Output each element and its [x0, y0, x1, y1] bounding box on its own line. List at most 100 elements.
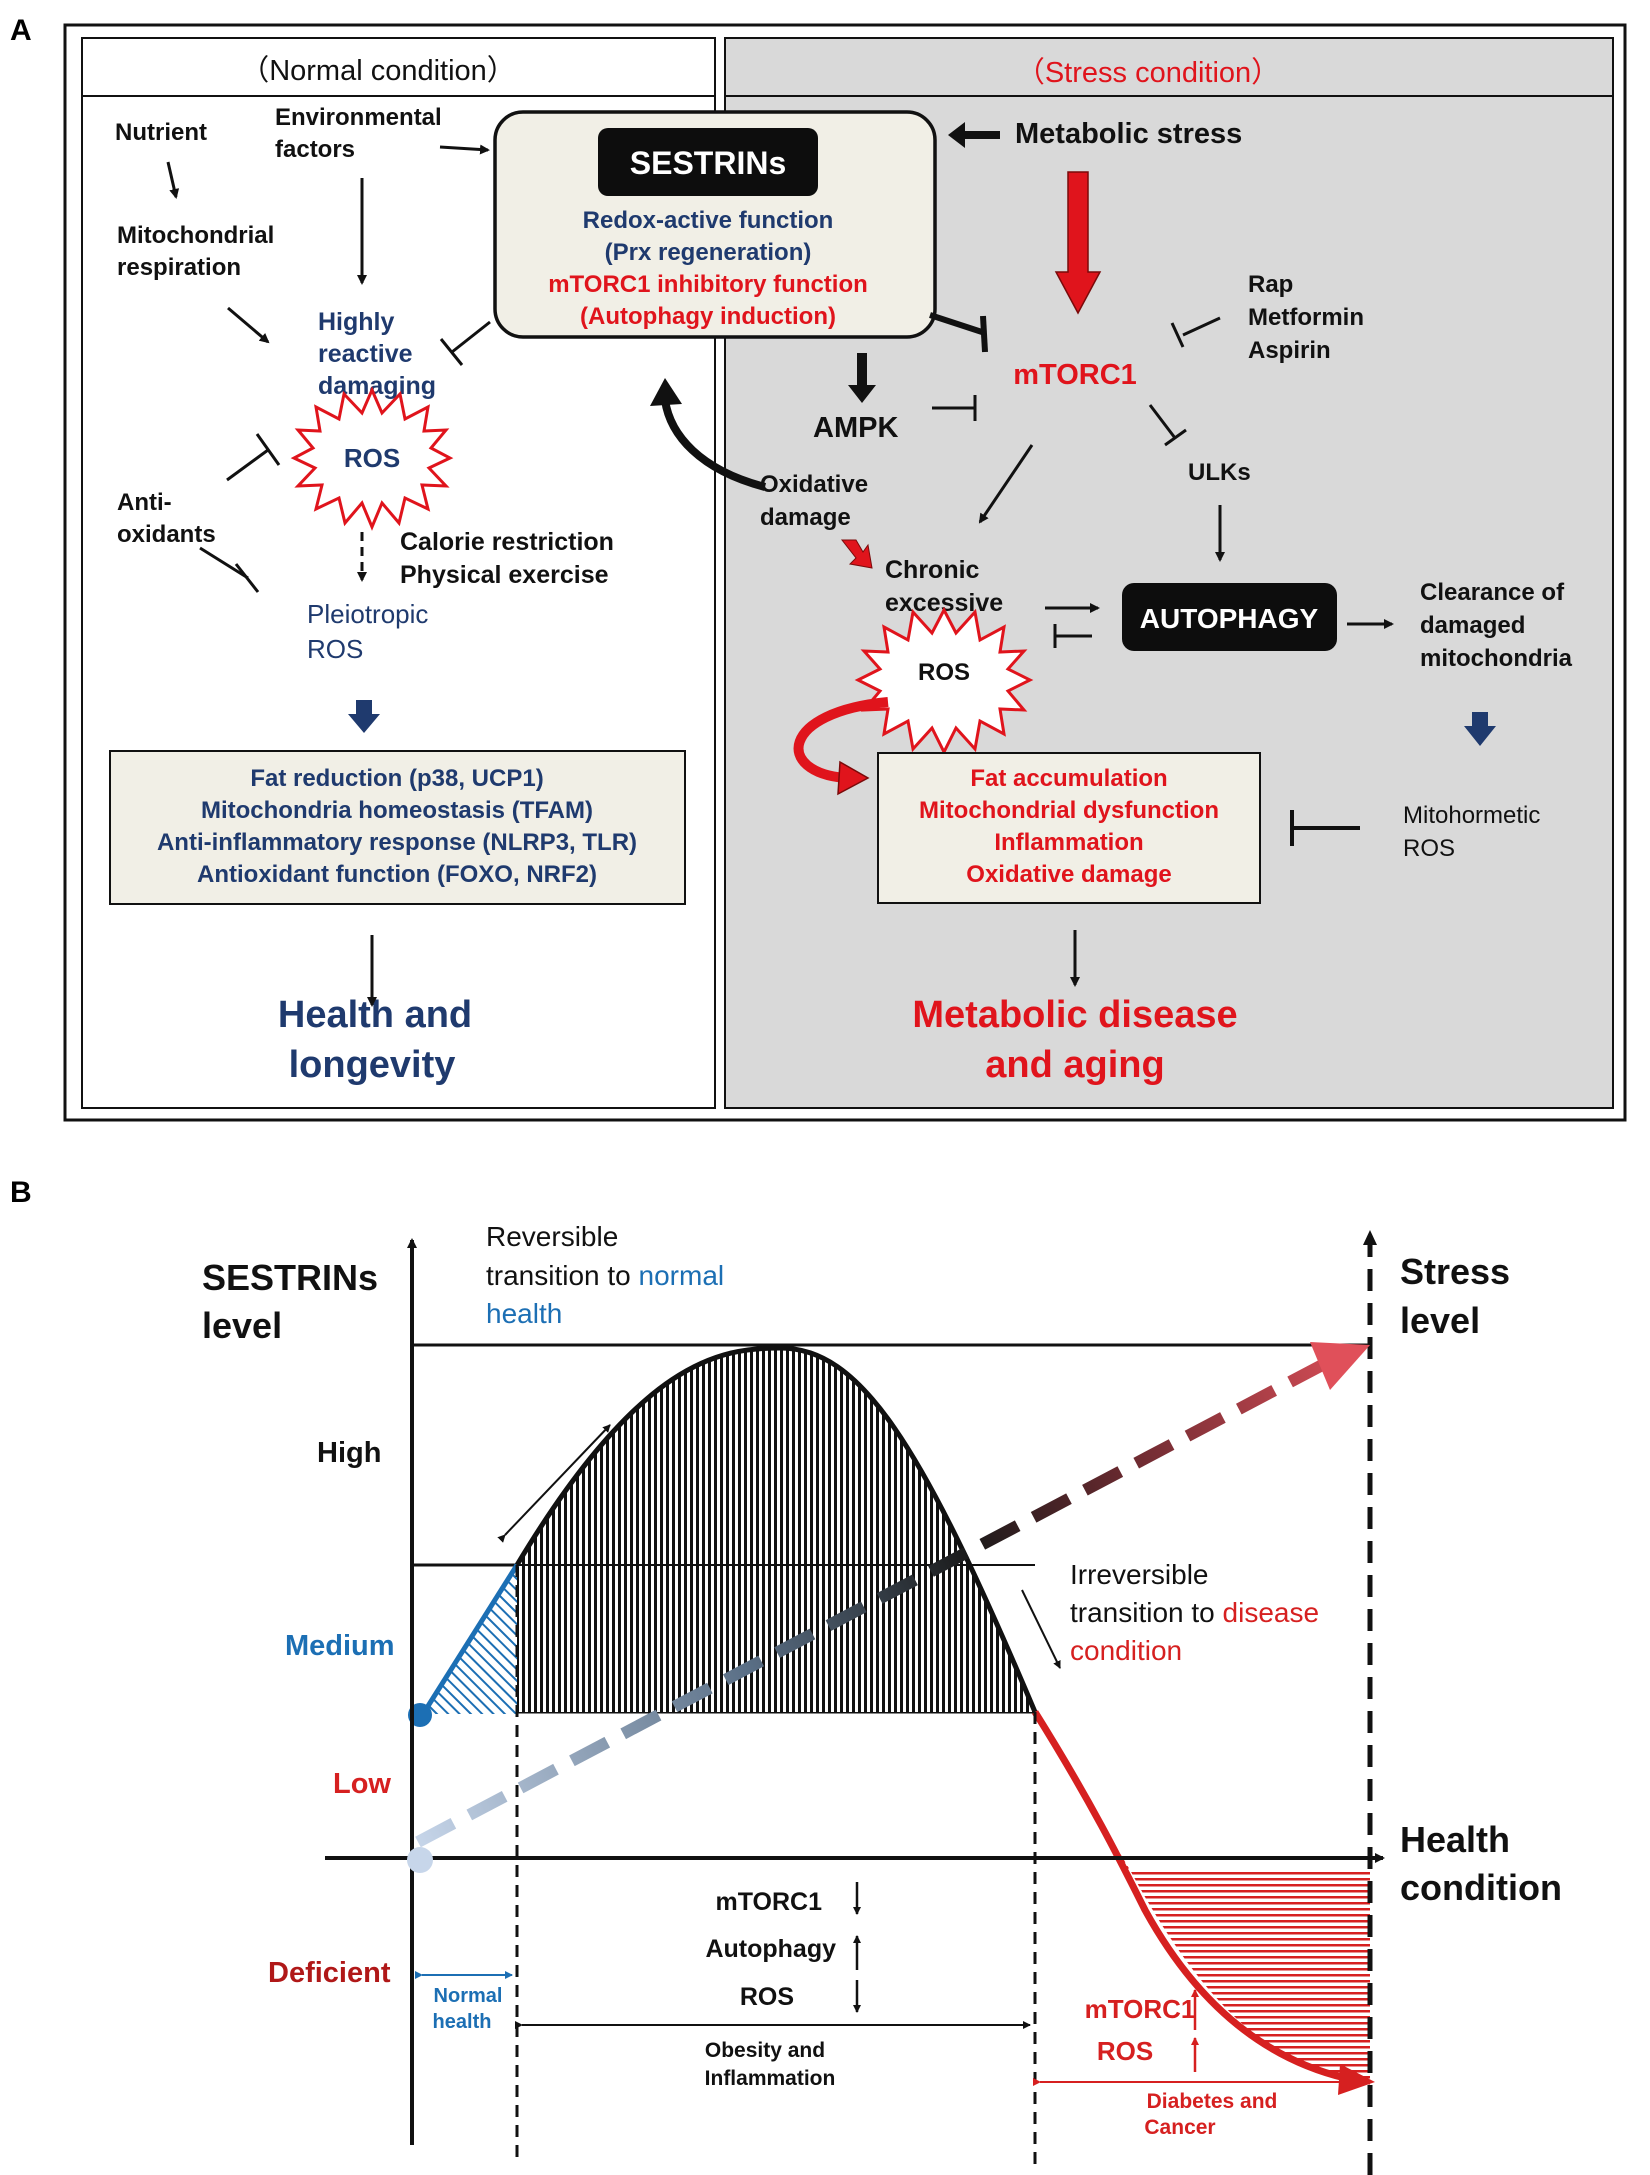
- irreversible-line-2: transition to disease: [1070, 1597, 1319, 1628]
- stress-level-label: Stress: [1400, 1251, 1510, 1292]
- inhibit-mtorc1-ulks: [1148, 404, 1177, 439]
- arrow-ros-stress-box: [793, 697, 889, 783]
- normal-condition-header: （Normal condition）: [240, 55, 516, 87]
- normal-rise-line: [420, 1563, 520, 1716]
- stress-box-line-2: Mitochondrial dysfunction: [919, 797, 1219, 824]
- marker-mtorc1-right: mTORC1: [1085, 1994, 1196, 2024]
- mtorc1-label: mTORC1: [1013, 359, 1137, 391]
- sestrins-title: SESTRINs: [630, 145, 786, 181]
- blue-arrow-normal: [348, 700, 380, 733]
- respiration-label: respiration: [117, 254, 241, 281]
- reversible-line-1: Reversible: [486, 1221, 618, 1252]
- rap-label: Rap: [1248, 271, 1293, 298]
- arrow-nutrient-mito: [166, 161, 180, 199]
- arrow-env-sestrins: [439, 144, 490, 155]
- start-point-health: [407, 1847, 433, 1873]
- irreversible-line-3: condition: [1070, 1635, 1182, 1666]
- sestrins-line-1: Redox-active function: [583, 207, 834, 234]
- level-high: High: [317, 1437, 381, 1469]
- arrow-stress-sestrins: [948, 122, 1000, 148]
- reversible-line-2: transition to normal: [486, 1260, 724, 1291]
- panel-b-label: B: [10, 1176, 32, 1209]
- mitochondrial-label: Mitochondrial: [117, 222, 274, 249]
- damaging-label: damaging: [318, 372, 436, 400]
- inflammation-label: Inflammation: [705, 2067, 836, 2090]
- arrow-mtorc1-ros: [978, 444, 1034, 524]
- health-label-b: health: [433, 2011, 492, 2033]
- diabetes-label: Diabetes and: [1147, 2090, 1278, 2113]
- marker-mtorc1-mid: mTORC1: [715, 1888, 822, 1916]
- normal-box-line-3: Anti-inflammatory response (NLRP3, TLR): [157, 829, 637, 856]
- nutrient-label: Nutrient: [115, 119, 207, 146]
- calorie-restriction-label: Calorie restriction: [400, 528, 614, 556]
- highly-label: Highly: [318, 308, 394, 336]
- cancer-label: Cancer: [1144, 2116, 1215, 2139]
- deficient-area: [1035, 1712, 1370, 2085]
- level-deficient: Deficient: [268, 1957, 391, 1989]
- blue-arrow-stress: [1464, 712, 1496, 746]
- metabolic-disease-label: Metabolic disease: [912, 994, 1237, 1036]
- autophagy-badge: [1122, 583, 1337, 651]
- and-aging-label: and aging: [985, 1044, 1164, 1086]
- ampk-label: AMPK: [813, 412, 898, 444]
- inhibit-drugs-mtorc1: [1182, 316, 1221, 337]
- stress-condition-header: （Stress condition）: [1016, 57, 1280, 89]
- inhibit-sestrins-ros: [451, 320, 491, 354]
- inhibit-sestrins-mtorc1: [929, 312, 986, 336]
- chronic-label: Chronic: [885, 556, 980, 584]
- arrow-oxidative-chronic: [840, 539, 873, 569]
- sestrins-title-badge: [598, 128, 818, 196]
- marker-ros-mid: ROS: [740, 1983, 794, 2011]
- reactive-label: reactive: [318, 340, 413, 368]
- ros-burst-normal: [290, 386, 454, 531]
- metabolic-stress-label: Metabolic stress: [1015, 118, 1242, 150]
- health-label: Health and: [278, 994, 472, 1036]
- reversible-line-3: health: [486, 1298, 562, 1329]
- stress-outcome-box: [877, 752, 1261, 904]
- irreversible-line-1: Irreversible: [1070, 1559, 1208, 1590]
- marker-ros-right: ROS: [1097, 2036, 1153, 2066]
- deficient-curve: [1032, 1710, 1346, 2082]
- mitohormetic-label: Mitohormetic: [1403, 802, 1540, 829]
- normal-outcome-box: [109, 750, 686, 905]
- condition-label: condition: [1400, 1867, 1562, 1908]
- damage-label: damage: [760, 504, 851, 531]
- physical-exercise-label: Physical exercise: [400, 561, 609, 589]
- reversible-arrow: [497, 1424, 611, 1543]
- irreversible-arrow: [1021, 1589, 1061, 1669]
- oxidants-label: oxidants: [117, 521, 216, 548]
- metformin-label: Metformin: [1248, 304, 1364, 331]
- oxidative-label: Oxidative: [760, 471, 868, 498]
- normal-label: Normal: [434, 1985, 503, 2007]
- normal-box-line-4: Antioxidant function (FOXO, NRF2): [197, 861, 597, 888]
- ulks-label: ULKs: [1188, 459, 1251, 486]
- mitochondria-label: mitochondria: [1420, 645, 1573, 672]
- sestrins-curve: [514, 1345, 1038, 1713]
- arrow-mito-ros: [227, 306, 270, 344]
- stress-box-line-1: Fat accumulation: [970, 765, 1167, 792]
- factors-label: factors: [275, 136, 355, 163]
- normal-box-line-1: Fat reduction (p38, UCP1): [250, 765, 543, 792]
- stress-level-line2: level: [1400, 1300, 1480, 1341]
- level-label: level: [202, 1305, 282, 1346]
- autophagy-label: AUTOPHAGY: [1140, 603, 1319, 634]
- sestrins-line-2: (Prx regeneration): [605, 239, 812, 266]
- level-medium: Medium: [285, 1630, 395, 1662]
- aspirin-label: Aspirin: [1248, 337, 1331, 364]
- ros-stress-label: ROS: [918, 659, 970, 686]
- arrow-oxidative-sestrins: [661, 399, 767, 491]
- pleiotropic-label: Pleiotropic: [307, 599, 428, 629]
- arrow-stress-mtorc1: [1054, 171, 1102, 315]
- ros-normal-label: ROS: [344, 443, 400, 473]
- stress-box-line-4: Oxidative damage: [966, 861, 1171, 888]
- longevity-label: longevity: [289, 1044, 456, 1086]
- inhibit-antioxidants-pleiotropic: [199, 546, 249, 580]
- health-condition-label: Health: [1400, 1819, 1510, 1860]
- anti-label: Anti-: [117, 489, 172, 516]
- high-sestrins-area: [517, 1348, 1035, 1712]
- environmental-label: Environmental: [275, 104, 442, 131]
- mitohormetic-ros-label: ROS: [1403, 835, 1455, 862]
- panel-a-label: A: [10, 14, 32, 47]
- damaged-label: damaged: [1420, 612, 1525, 639]
